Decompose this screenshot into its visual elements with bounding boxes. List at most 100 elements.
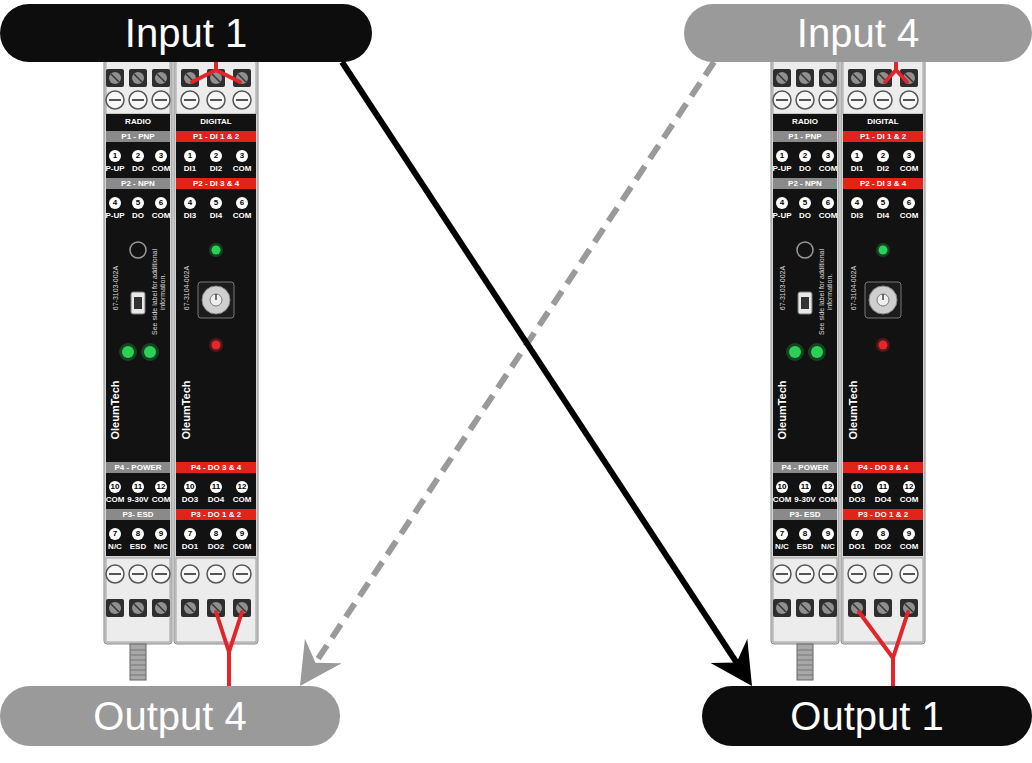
terminal-number: 4 [776,197,788,209]
terminal-number: 2 [210,150,222,162]
signal-wires [192,58,908,690]
pin-name: N/C [108,543,122,551]
terminal-number: 1 [851,150,863,162]
terminal-number: 10 [851,481,863,493]
pin-name: COM [152,212,171,220]
pin-name: DO4 [875,496,891,504]
pin-name: DI2 [210,165,222,173]
pin-name: DO1 [182,543,198,551]
pin-name: DO [132,165,144,173]
pin-name: P-UP [772,165,791,173]
model-number: 67-3103-002A [112,266,119,310]
terminal-number: 3 [236,150,248,162]
port-header: P2 - NPN [773,178,837,189]
terminal-number: 5 [877,197,889,209]
port-header: P1 - PNP [106,131,170,142]
pin-name: DI1 [184,165,196,173]
label-pill: Output 4 [0,686,340,746]
terminal-number: 10 [776,481,788,493]
terminal-number: 12 [822,481,834,493]
pin-name: 9-30V [794,496,815,504]
terminal-number: 1 [776,150,788,162]
terminal-number: 12 [236,481,248,493]
terminal-number: 3 [155,150,167,162]
arrow-head [711,639,752,686]
pin-name: COM [900,543,919,551]
terminal-number: 5 [132,197,144,209]
terminal-number: 2 [877,150,889,162]
model-number: 67-3104-002A [183,266,190,310]
label-pill: Input 4 [684,4,1032,62]
terminal-number: 6 [822,197,834,209]
pin-name: P-UP [772,212,791,220]
terminal-number: 9 [822,528,834,540]
port-header: P4 - POWER [106,462,170,473]
pin-name: DI2 [877,165,889,173]
pin-name: DI3 [184,212,196,220]
label-pill: Output 1 [702,686,1032,746]
flow-arrow [300,62,714,686]
module-title: RADIO [125,118,151,126]
terminal-number: 3 [822,150,834,162]
pin-name: 9-30V [127,496,148,504]
pill-text: Input 1 [125,11,247,55]
pin-name: COM [233,496,252,504]
terminal-number: 7 [109,528,121,540]
terminal-number: 5 [210,197,222,209]
flow-line [342,62,737,663]
output-wire [859,612,908,690]
pin-name: COM [819,165,838,173]
port-header: P4 - DO 3 & 4 [843,462,923,473]
pin-name: DO3 [182,496,198,504]
terminal-number: 8 [210,528,222,540]
terminal-number: 9 [155,528,167,540]
pin-name: DI4 [877,212,889,220]
port-header: P1 - DI 1 & 2 [843,131,923,142]
terminal-number: 3 [903,150,915,162]
pin-name: DO2 [208,543,224,551]
output-wire [216,612,242,690]
pin-name: DO1 [849,543,865,551]
port-header: P2 - NPN [106,178,170,189]
pin-name: DO [799,212,811,220]
radio-module [771,40,839,680]
terminal-number: 7 [851,528,863,540]
pin-name: COM [233,165,252,173]
flow-line [315,62,714,663]
digital-module [841,40,925,644]
pin-name: COM [819,212,838,220]
pin-name: DO4 [208,496,224,504]
terminal-number: 10 [109,481,121,493]
terminal-number: 8 [799,528,811,540]
label-pill: Input 1 [0,4,372,62]
brand-name: OleumTech [777,380,788,439]
model-number: 67-3103-002A [779,266,786,310]
port-header: P1 - DI 1 & 2 [176,131,256,142]
module-title: RADIO [792,118,818,126]
terminal-number: 8 [877,528,889,540]
terminal-number: 2 [132,150,144,162]
pin-name: N/C [154,543,168,551]
pin-name: COM [152,165,171,173]
terminal-number: 12 [155,481,167,493]
pin-name: COM [900,165,919,173]
pin-name: DI4 [210,212,222,220]
pin-name: ESD [130,543,146,551]
pin-name: DO2 [875,543,891,551]
terminal-number: 5 [799,197,811,209]
radio-module [104,40,172,680]
pill-text: Output 4 [93,694,246,738]
terminal-number: 7 [776,528,788,540]
digital-module [174,40,258,644]
port-header: P2 - DI 3 & 4 [843,178,923,189]
pill-text: Input 4 [797,11,919,55]
terminal-number: 4 [184,197,196,209]
terminal-number: 4 [109,197,121,209]
port-header: P1 - PNP [773,131,837,142]
pin-name: N/C [821,543,835,551]
pin-name: COM [152,496,171,504]
pin-name: P-UP [105,212,124,220]
terminal-number: 10 [184,481,196,493]
